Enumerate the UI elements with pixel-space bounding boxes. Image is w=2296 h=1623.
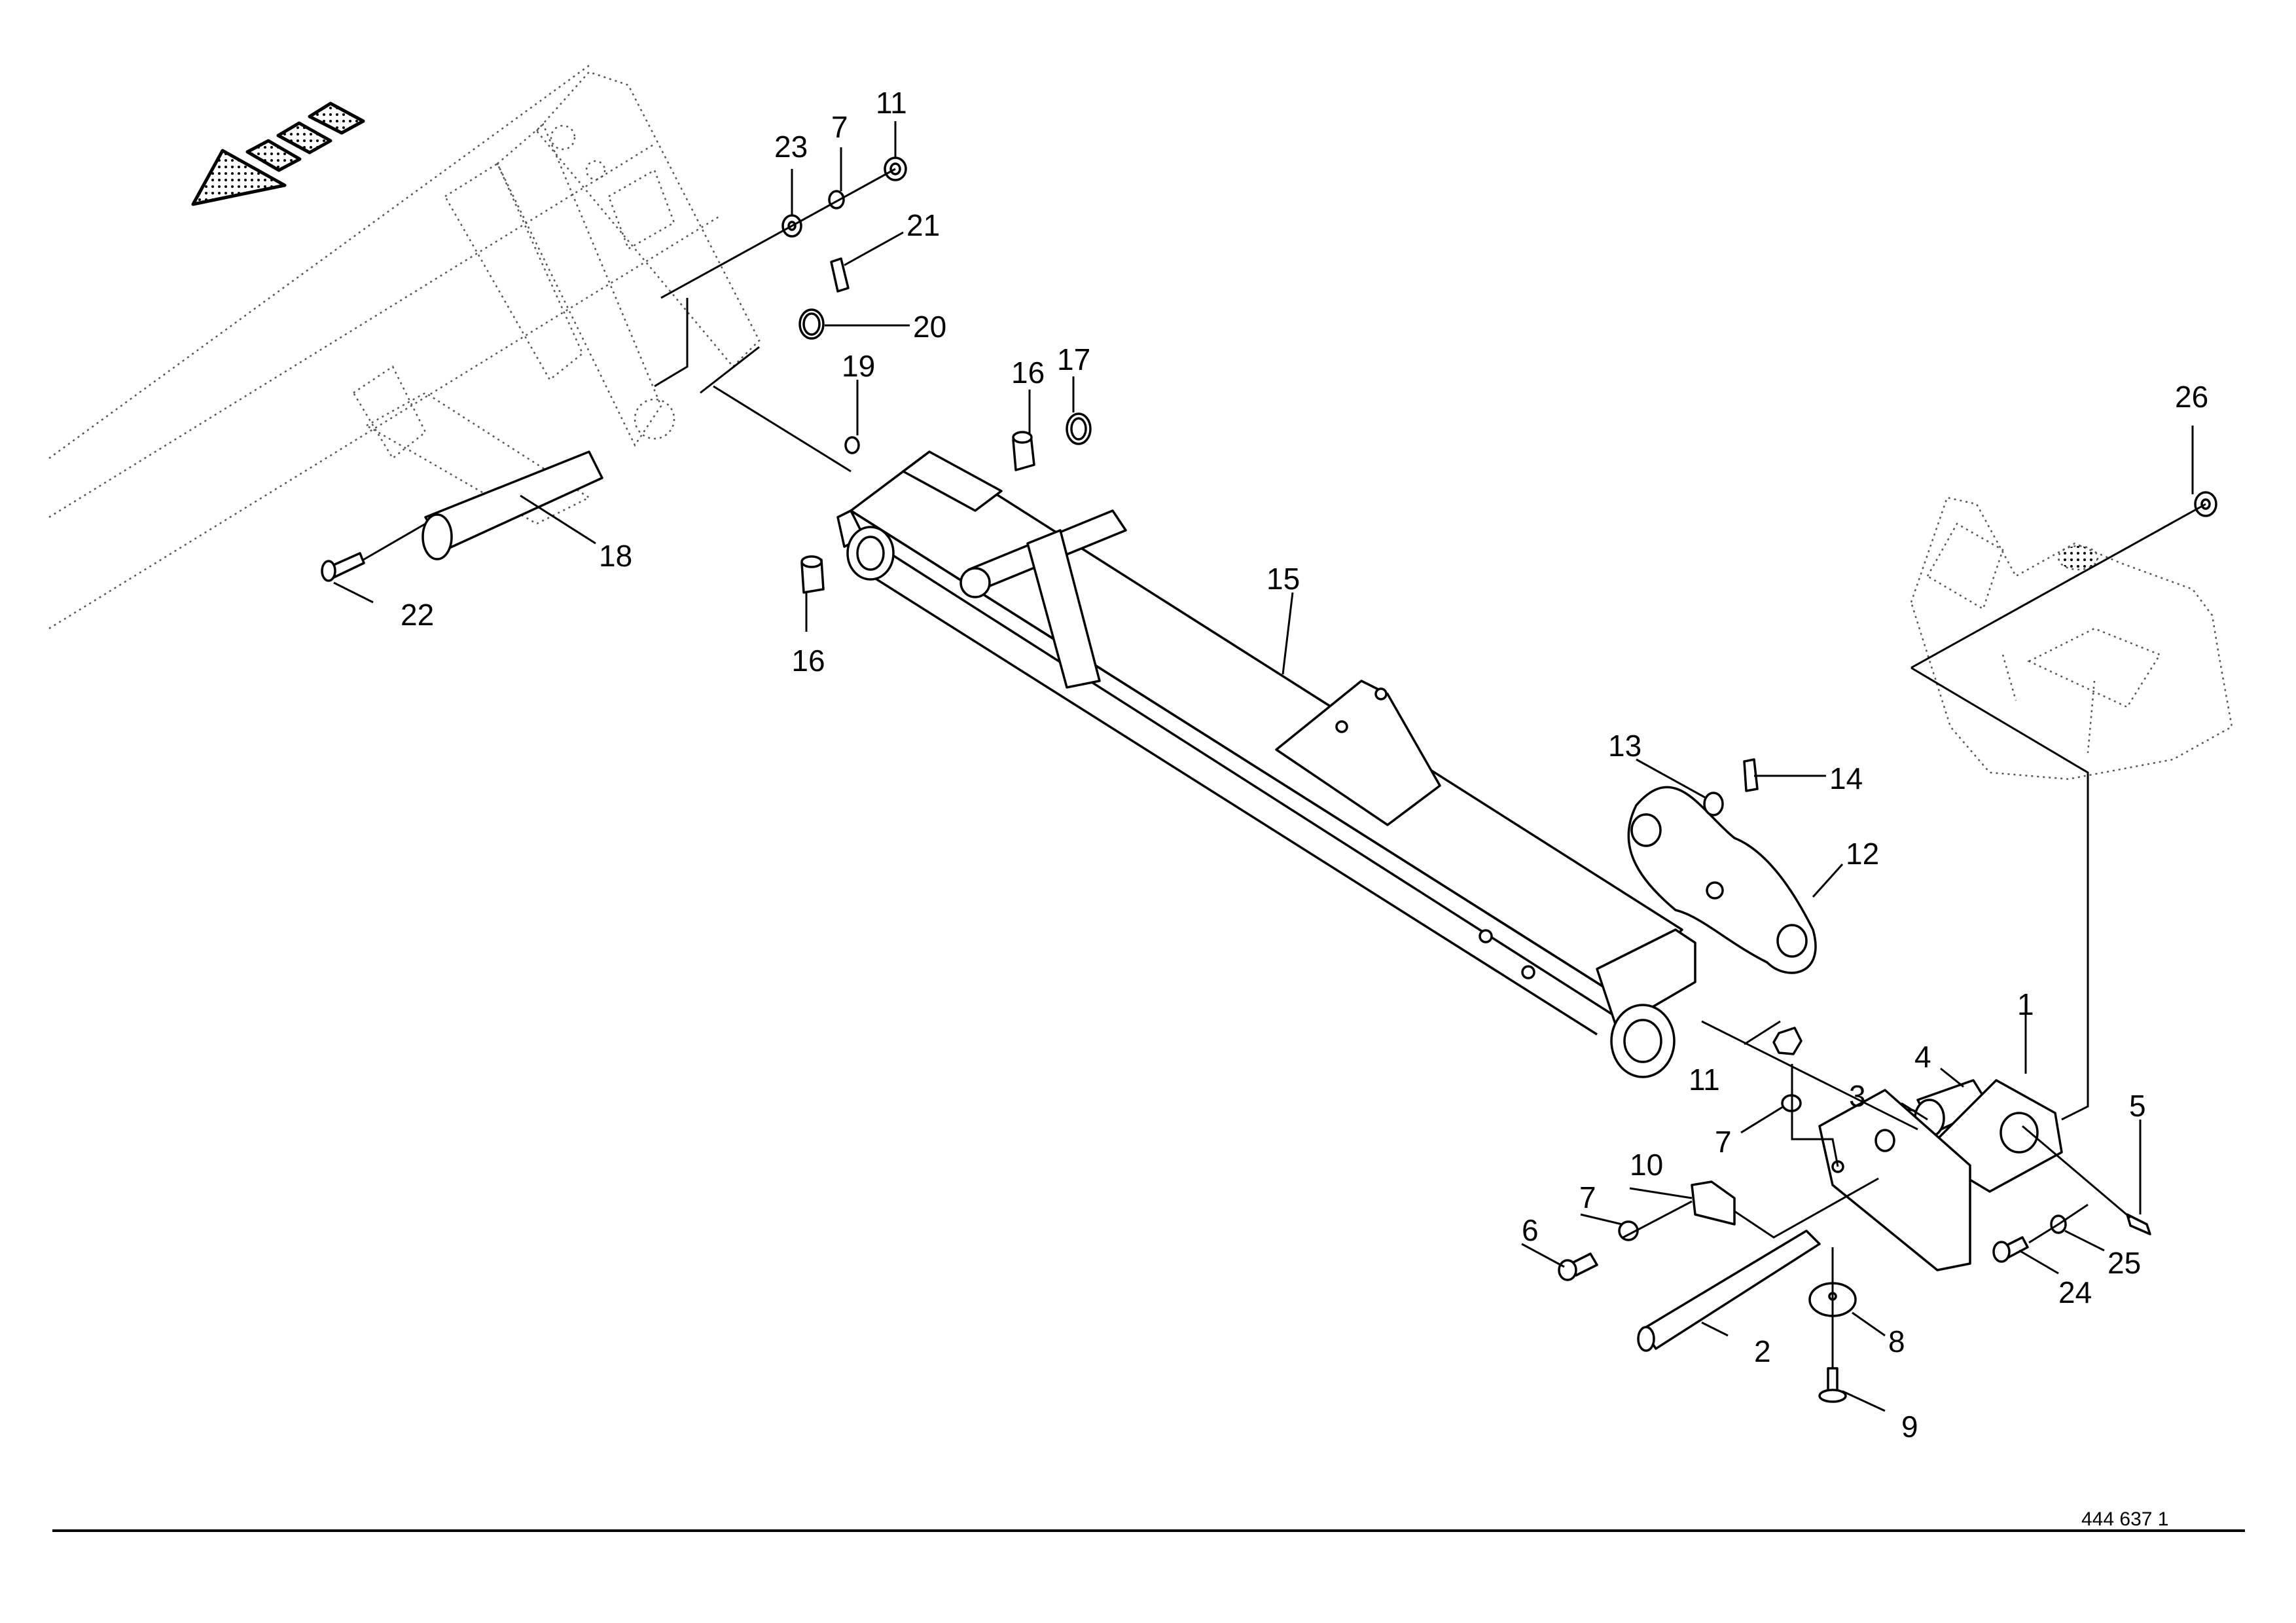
callout-10: 8: [1888, 1324, 1905, 1359]
callout-4: 4: [1914, 1040, 1931, 1074]
callout-3: 3: [1849, 1079, 1866, 1113]
main-arm-part-15: [836, 450, 1696, 1078]
callout-24: 24: [2058, 1275, 2092, 1309]
callout-7-top: 7: [831, 110, 848, 144]
callout-14: 14: [1829, 761, 1863, 795]
callout-labels: 23 7 11 21 20 19 16 17 16 18 22 15 26 13…: [401, 86, 2208, 1444]
ghost-pivot-housing: [1910, 496, 2233, 780]
callout-7-left: 7: [1579, 1180, 1596, 1214]
callout-19: 19: [842, 349, 875, 383]
callout-8: 10: [1630, 1148, 1663, 1182]
callout-16-lower: 16: [791, 644, 825, 678]
bushing-part-16-lower: [800, 555, 825, 594]
shaft-part-2: [1637, 1230, 1821, 1352]
screw-part-9: [1818, 1367, 1847, 1403]
ring-part-13: [1703, 792, 1724, 816]
grease-nipple-part-19: [844, 436, 860, 454]
callout-11-top: 11: [876, 86, 907, 120]
callout-15: 15: [1266, 562, 1300, 596]
callout-11-lower: 11: [1689, 1063, 1720, 1097]
pin-part-14: [1743, 758, 1759, 792]
ring-part-17: [1066, 412, 1092, 445]
callout-5: 5: [2129, 1089, 2146, 1123]
callout-23: 23: [774, 130, 808, 164]
bolt-part-24: [1992, 1236, 2029, 1263]
bushing-part-16-upper: [1012, 431, 1035, 471]
bearing-block: [1818, 1089, 1971, 1271]
assembly-axis-lines: [363, 168, 2206, 1368]
bolt-part-6: [1558, 1252, 1598, 1281]
callout-6: 6: [1522, 1213, 1539, 1247]
callout-20: 18: [599, 539, 632, 573]
direction-arrow-icon: [191, 101, 365, 206]
callout-25: 25: [2108, 1246, 2141, 1280]
callout-26: 26: [2175, 380, 2208, 414]
callout-21: 21: [906, 208, 940, 242]
callout-22: 22: [401, 598, 434, 632]
bolt-part-22: [321, 552, 365, 582]
pin-part-5: [2126, 1213, 2151, 1235]
nut-part-11-lower: [1772, 1027, 1803, 1055]
link-plate-part-12: [1627, 786, 1817, 974]
callout-1: 1: [2017, 987, 2034, 1021]
callout-12: 12: [1846, 837, 1879, 871]
callout-13: 13: [1608, 729, 1641, 763]
callout-17: 17: [1057, 342, 1090, 376]
plate-part-8: [1691, 1180, 1736, 1226]
callout-9: 9: [1901, 1410, 1918, 1444]
callout-18: 20: [913, 310, 946, 344]
pivot-pin-part-20: [422, 450, 603, 560]
seal-ring-part-18: [798, 308, 825, 340]
document-number: 444 637 1: [2081, 1508, 2168, 1530]
callout-16-upper: 16: [1011, 356, 1045, 390]
pin-part-21: [830, 257, 850, 293]
callout-2: 2: [1754, 1334, 1771, 1368]
ghost-boom-assembly: [48, 64, 761, 630]
callout-7-lower: 7: [1715, 1125, 1732, 1159]
leader-lines: [333, 121, 2194, 1412]
